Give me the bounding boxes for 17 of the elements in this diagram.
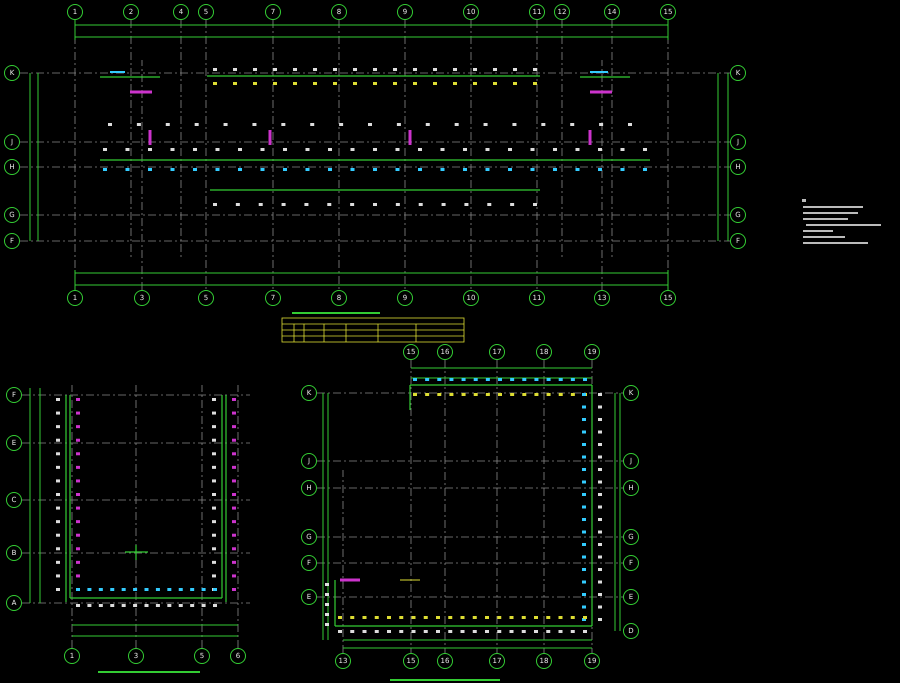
axis-grid-line	[20, 166, 730, 168]
axis-grid-line	[496, 360, 498, 654]
axis-grid-line	[338, 20, 340, 290]
axis-grid-line	[536, 20, 538, 290]
axis-grid-line	[410, 360, 412, 654]
axis-grid-line	[316, 562, 624, 564]
axis-grid-line	[316, 460, 624, 462]
axis-grid-line	[316, 536, 624, 538]
axis-grid-line	[272, 20, 274, 290]
axis-grid-line	[20, 240, 730, 242]
axis-grid-line	[470, 20, 472, 290]
axis-grid-line	[316, 392, 624, 394]
axis-grid-line	[404, 20, 406, 290]
axis-grid-line	[316, 596, 624, 598]
axis-grid-line	[444, 360, 446, 654]
axis-grid-line	[20, 72, 730, 74]
axis-grid-line	[20, 214, 730, 216]
